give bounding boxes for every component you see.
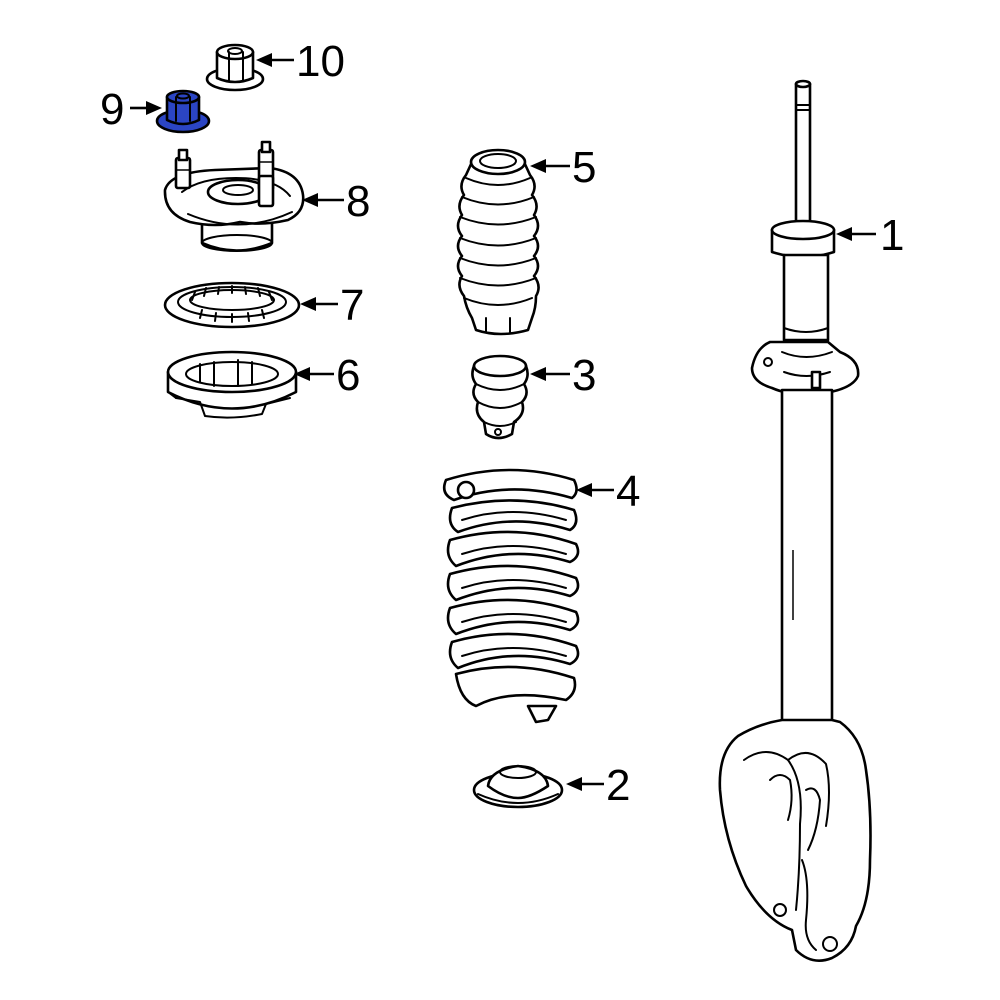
callout-3[interactable]: 3 xyxy=(530,351,596,400)
callout-label-1: 1 xyxy=(880,211,904,260)
callout-label-2: 2 xyxy=(606,761,630,810)
bearing-part[interactable] xyxy=(163,281,301,329)
callout-6[interactable]: 6 xyxy=(294,351,360,400)
callout-5[interactable]: 5 xyxy=(530,143,596,192)
callout-label-8: 8 xyxy=(346,177,370,226)
callout-label-4: 4 xyxy=(616,467,640,516)
callout-label-9: 9 xyxy=(100,85,124,134)
callout-label-7: 7 xyxy=(340,281,364,330)
upper-spring-seat-part[interactable] xyxy=(166,350,298,419)
strut-mount-part[interactable] xyxy=(163,140,305,252)
bump-stop-part[interactable] xyxy=(471,354,529,440)
callout-1[interactable]: 1 xyxy=(836,211,904,260)
callout-label-10: 10 xyxy=(296,37,345,86)
coil-spring-part[interactable] xyxy=(442,468,580,724)
strut-assembly-part[interactable] xyxy=(718,79,872,962)
dust-boot-part[interactable] xyxy=(456,148,540,336)
callout-9[interactable]: 9 xyxy=(100,85,162,134)
callout-4[interactable]: 4 xyxy=(576,467,640,516)
callout-label-6: 6 xyxy=(336,351,360,400)
mount-nut-part[interactable] xyxy=(155,89,211,134)
callout-label-3: 3 xyxy=(572,351,596,400)
flange-nut-part[interactable] xyxy=(205,43,265,92)
lower-spring-seat-part[interactable] xyxy=(472,764,564,809)
callout-7[interactable]: 7 xyxy=(300,281,364,330)
callout-label-5: 5 xyxy=(572,143,596,192)
callout-8[interactable]: 8 xyxy=(302,177,370,226)
callout-10[interactable]: 10 xyxy=(256,37,345,86)
callout-2[interactable]: 2 xyxy=(566,761,630,810)
